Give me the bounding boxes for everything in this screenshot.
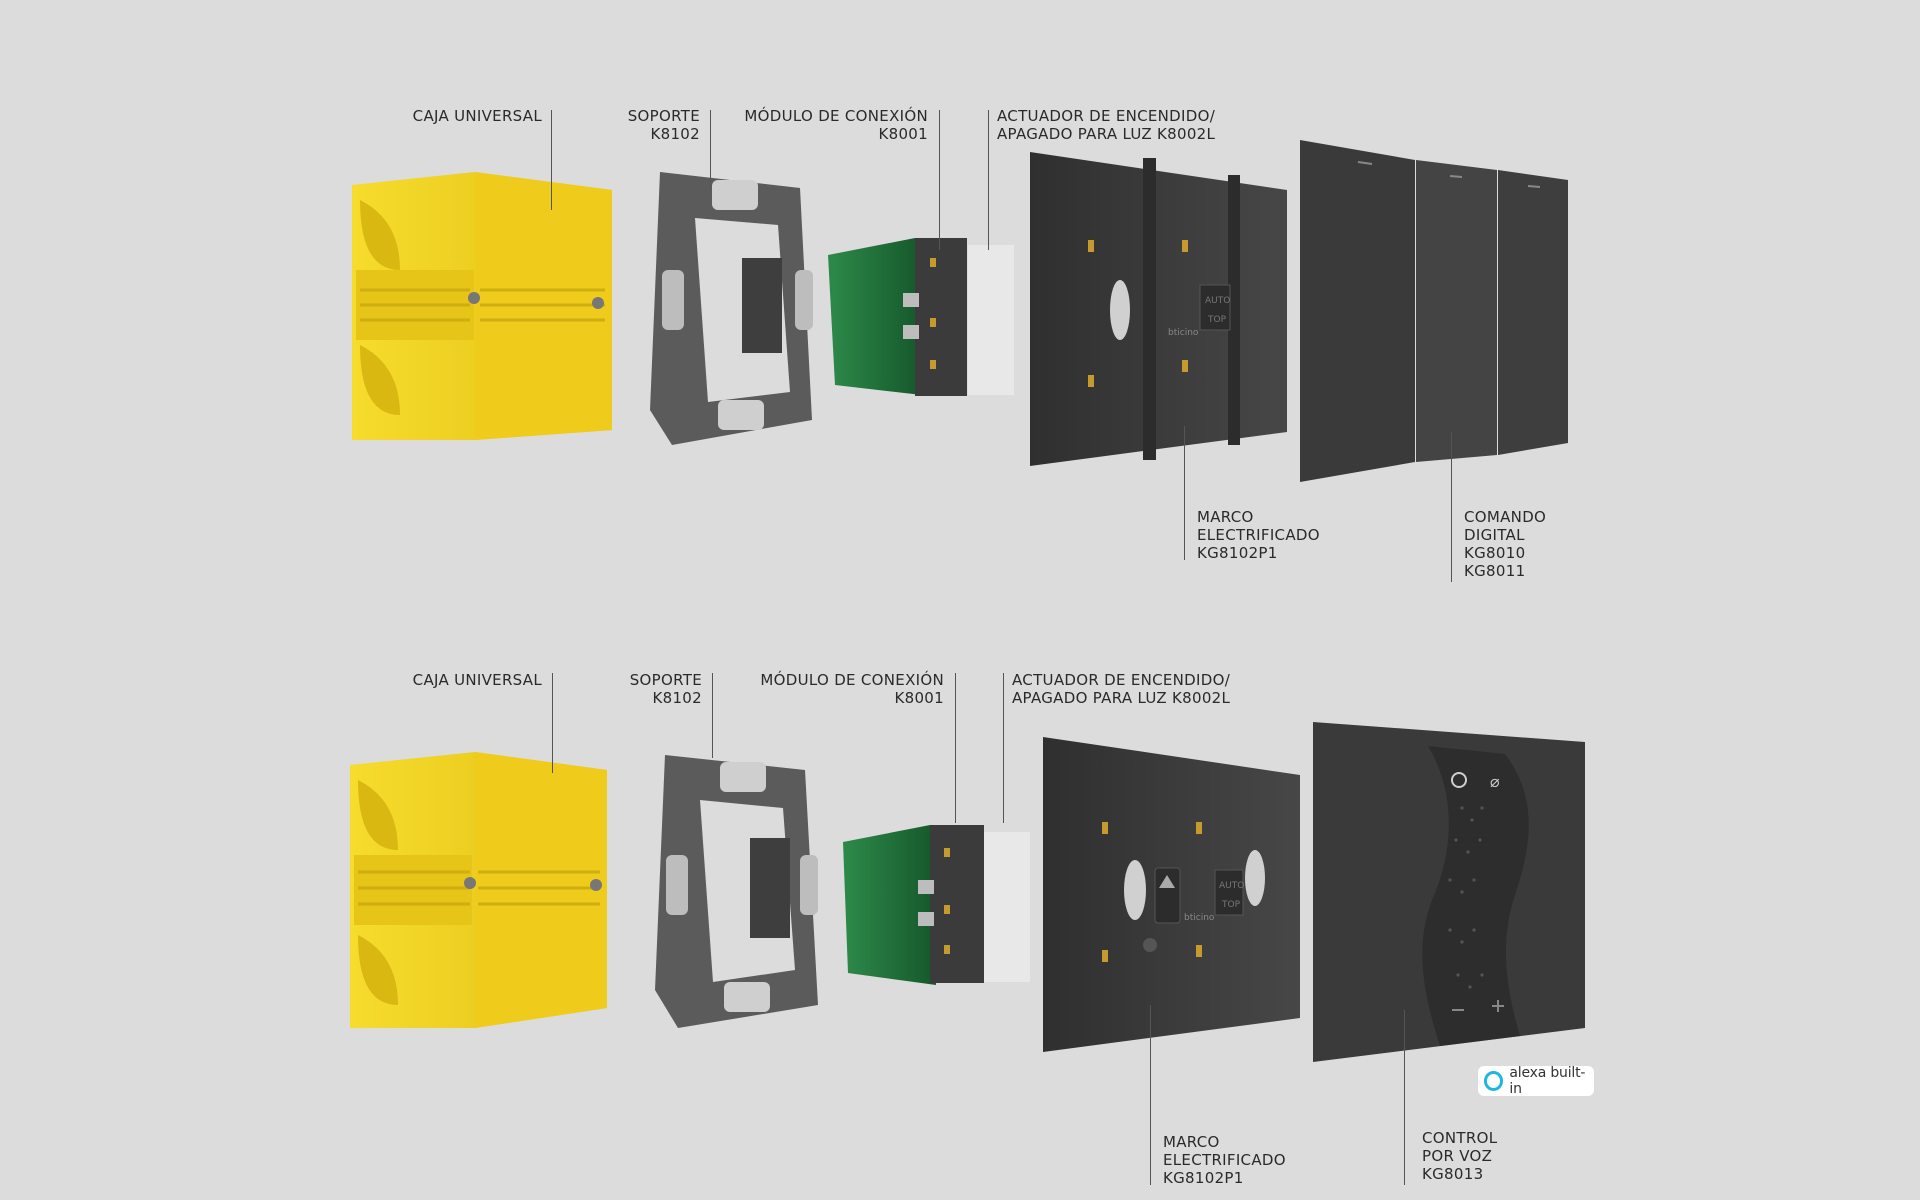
bottom-label-modulo: MÓDULO DE CONEXIÓN K8001	[760, 671, 944, 707]
top-label-caja: CAJA UNIVERSAL	[413, 107, 542, 125]
top-auto-mark: AUTO	[1205, 296, 1230, 306]
leader-bottom-control	[1404, 1010, 1405, 1185]
leader-bottom-soporte	[712, 673, 713, 758]
leader-top-caja	[551, 110, 552, 210]
mic-off-icon: ⌀	[1490, 772, 1500, 791]
top-top-mark: TOP	[1207, 315, 1227, 325]
top-marco-electrificado-shape: AUTO TOP bticino	[1030, 152, 1287, 466]
bottom-soporte-shape	[655, 755, 818, 1028]
bottom-marco-electrificado-shape: AUTO TOP bticino	[1043, 737, 1300, 1052]
bottom-soporte-line1: SOPORTE	[629, 671, 702, 689]
alexa-badge-text: alexa built-in	[1509, 1065, 1586, 1097]
leader-top-comando	[1451, 432, 1452, 582]
leader-bottom-marco	[1150, 1005, 1151, 1185]
bottom-marco-line2: ELECTRIFICADO	[1163, 1151, 1286, 1169]
alexa-built-in-badge: alexa built-in	[1478, 1065, 1594, 1097]
top-label-marco: MARCO ELECTRIFICADO KG8102P1	[1197, 508, 1320, 562]
bottom-soporte-line2: K8102	[652, 689, 702, 707]
top-marco-line2: ELECTRIFICADO	[1197, 526, 1320, 544]
top-modulo-conexion-shape	[828, 238, 1014, 396]
leader-bottom-actuador	[1003, 673, 1004, 823]
top-actuador-line1: ACTUADOR DE ENCENDIDO/	[997, 107, 1216, 125]
bottom-label-soporte: SOPORTE K8102	[630, 671, 702, 707]
bottom-modulo-conexion-shape	[843, 825, 1030, 985]
top-caja-universal-shape	[352, 172, 612, 440]
leader-bottom-modulo	[955, 673, 956, 823]
bottom-actuador-line2: APAGADO PARA LUZ K8002L	[1012, 689, 1231, 707]
top-soporte-shape	[650, 172, 813, 445]
leader-top-modulo	[939, 110, 940, 250]
top-brand-mark: bticino	[1168, 328, 1199, 338]
alexa-ring-icon	[1484, 1071, 1504, 1091]
bottom-control-line3: KG8013	[1422, 1165, 1484, 1183]
top-soporte-line1: SOPORTE	[627, 107, 700, 125]
bottom-label-control: CONTROL POR VOZ KG8013	[1422, 1129, 1497, 1183]
top-comando-line1: COMANDO	[1464, 508, 1547, 526]
bottom-control-por-voz-shape: ⌀	[1313, 722, 1585, 1062]
top-comando-line2: DIGITAL	[1464, 526, 1525, 544]
bottom-modulo-line1: MÓDULO DE CONEXIÓN	[760, 671, 944, 689]
top-actuador-line2: APAGADO PARA LUZ K8002L	[997, 125, 1216, 143]
bottom-top-mark: TOP	[1221, 900, 1241, 910]
leader-bottom-caja	[552, 673, 553, 773]
bottom-control-line2: POR VOZ	[1422, 1147, 1493, 1165]
bottom-control-line1: CONTROL	[1422, 1129, 1498, 1147]
top-comando-line3: KG8010	[1464, 544, 1526, 562]
top-caja-line1: CAJA UNIVERSAL	[412, 107, 542, 125]
top-label-actuador: ACTUADOR DE ENCENDIDO/ APAGADO PARA LUZ …	[997, 107, 1215, 143]
bottom-label-caja: CAJA UNIVERSAL	[413, 671, 542, 689]
top-comando-line4: KG8011	[1464, 562, 1526, 580]
bottom-label-marco: MARCO ELECTRIFICADO KG8102P1	[1163, 1133, 1286, 1187]
bottom-modulo-line2: K8001	[894, 689, 944, 707]
bottom-caja-line1: CAJA UNIVERSAL	[412, 671, 542, 689]
bottom-label-actuador: ACTUADOR DE ENCENDIDO/ APAGADO PARA LUZ …	[1012, 671, 1230, 707]
top-label-comando: COMANDO DIGITAL KG8010 KG8011	[1464, 508, 1546, 580]
top-label-soporte: SOPORTE K8102	[628, 107, 700, 143]
bottom-brand-mark: bticino	[1184, 913, 1215, 923]
leader-top-marco	[1184, 426, 1185, 560]
bottom-marco-line1: MARCO	[1163, 1133, 1220, 1151]
top-comando-digital-shape	[1300, 140, 1568, 482]
bottom-auto-mark: AUTO	[1219, 881, 1244, 891]
bottom-marco-line3: KG8102P1	[1163, 1169, 1244, 1187]
top-label-modulo: MÓDULO DE CONEXIÓN K8001	[744, 107, 928, 143]
bottom-caja-universal-shape	[350, 752, 607, 1028]
top-marco-line1: MARCO	[1197, 508, 1254, 526]
top-modulo-line2: K8001	[878, 125, 928, 143]
top-modulo-line1: MÓDULO DE CONEXIÓN	[744, 107, 928, 125]
leader-top-actuador	[988, 110, 989, 250]
leader-top-soporte	[710, 110, 711, 190]
bottom-actuador-line1: ACTUADOR DE ENCENDIDO/	[1012, 671, 1231, 689]
top-soporte-line2: K8102	[650, 125, 700, 143]
top-marco-line3: KG8102P1	[1197, 544, 1278, 562]
